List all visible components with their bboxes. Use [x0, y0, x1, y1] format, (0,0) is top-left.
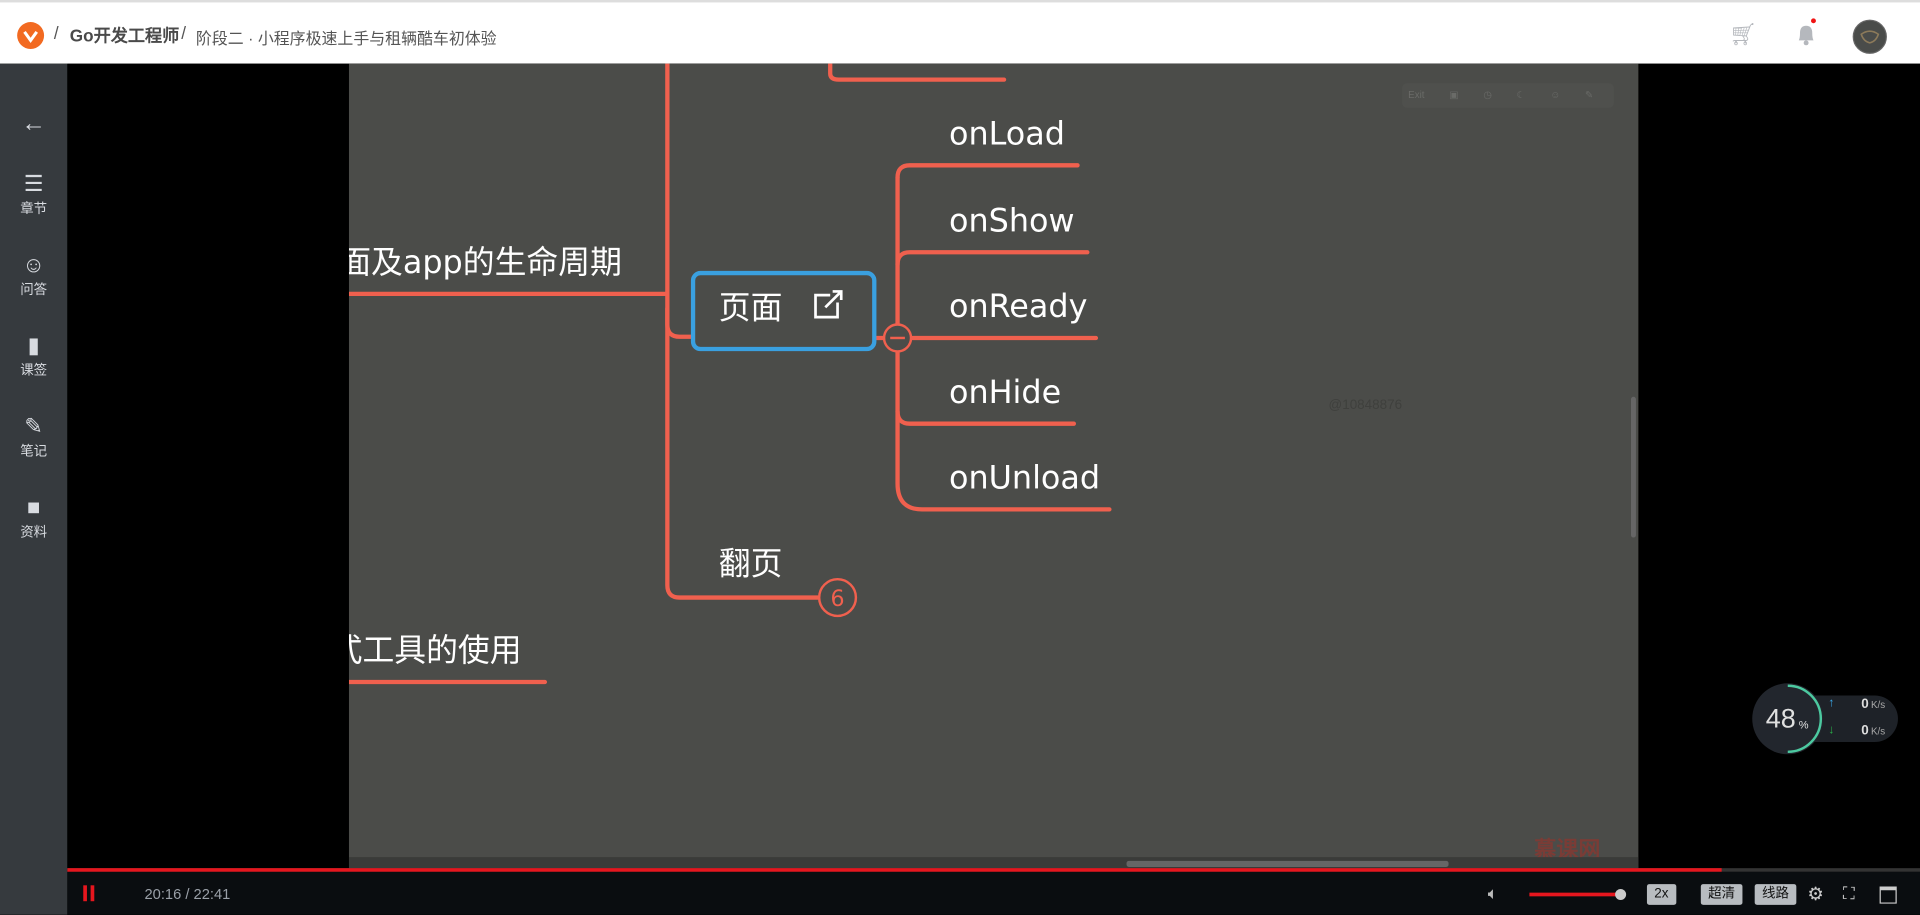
- sidebar-item-qa[interactable]: ☺ 问答: [0, 252, 67, 299]
- logo-icon[interactable]: [17, 22, 45, 49]
- quality-button[interactable]: 超清: [1700, 884, 1743, 905]
- progress-bar[interactable]: [67, 868, 1920, 872]
- bookmark-icon: ▮: [27, 333, 40, 358]
- branch-line: [895, 163, 1080, 180]
- route-button[interactable]: 线路: [1754, 884, 1797, 905]
- sidebar-item-label: 课签: [20, 363, 48, 379]
- sidebar-item-notes[interactable]: ✎ 笔记: [0, 414, 67, 461]
- cpu-percent: 48: [1765, 702, 1796, 734]
- volume-handle[interactable]: [1615, 888, 1627, 901]
- smile-icon[interactable]: ☺: [1550, 89, 1561, 101]
- branch-line: [828, 63, 1007, 82]
- sidebar-item-materials[interactable]: ■ 资料: [0, 495, 67, 542]
- folder-icon: ■: [27, 494, 41, 520]
- node-paging: 翻页: [719, 544, 783, 582]
- progress-fill: [67, 868, 1722, 872]
- time-display: 20:16 / 22:41: [144, 885, 230, 902]
- node-onunload: onUnload: [949, 459, 1100, 497]
- node-page: 页面: [719, 288, 783, 326]
- current-time: 20:16: [144, 885, 182, 903]
- node-onready: onReady: [949, 287, 1087, 325]
- user-watermark: @10848876: [1329, 397, 1403, 412]
- speed-button[interactable]: 2x: [1646, 884, 1676, 905]
- exit-button[interactable]: Exit: [1408, 89, 1425, 101]
- branch-line: [895, 409, 1077, 426]
- branch-line: [895, 175, 1112, 512]
- download-arrow-icon: ↓: [1828, 723, 1835, 738]
- volume-icon[interactable]: 🔈︎: [1487, 882, 1499, 903]
- external-link-icon: [814, 290, 843, 319]
- horizontal-scrollbar[interactable]: [1126, 860, 1449, 867]
- percent-unit: %: [1798, 718, 1809, 732]
- time-separator: /: [181, 885, 194, 903]
- branch-line: [895, 250, 1090, 267]
- node-onhide: onHide: [949, 373, 1061, 411]
- pause-button[interactable]: [83, 885, 87, 902]
- total-time: 22:41: [193, 885, 231, 903]
- download-speed: 0: [1861, 723, 1869, 739]
- player-controls: 20:16 / 22:41 🔈︎ 2x 超清 线路 ⚙ ⛶: [67, 871, 1920, 915]
- breadcrumb-lesson: 阶段二 · 小程序极速上手与租辆酷车初体验: [195, 29, 497, 48]
- notification-dot: [1811, 18, 1816, 24]
- cart-icon[interactable]: 🛒︎: [1728, 22, 1757, 47]
- settings-gear-icon[interactable]: ⚙: [1807, 884, 1824, 905]
- sidebar: ← ☰ 章节 ☺ 问答 ▮ 课签 ✎ 笔记 ■ 资料: [0, 63, 68, 915]
- page-node-highlight: [690, 270, 877, 352]
- sidebar-item-label: 资料: [20, 525, 48, 541]
- moon-icon[interactable]: ☾: [1516, 89, 1526, 101]
- download-unit: K/s: [1871, 726, 1886, 738]
- breadcrumb-separator: /: [181, 23, 186, 43]
- upload-unit: K/s: [1871, 699, 1886, 711]
- node-lifecycle: 面及app的生命周期: [349, 243, 622, 281]
- volume-slider[interactable]: [1529, 892, 1621, 897]
- node-tools: 式工具的使用: [349, 631, 522, 669]
- video-player[interactable]: Exit ▣ ◷ ☾ ☺ ✎ 6 面及app的生命周期 页面 翻页 式工具的使用…: [67, 63, 1920, 870]
- sidebar-item-label: 问答: [20, 282, 48, 298]
- mindmap: 6 面及app的生命周期 页面 翻页 式工具的使用 onLoad onShow …: [348, 63, 1600, 862]
- count-badge-text: 6: [831, 587, 845, 612]
- slide-toolbar: Exit ▣ ◷ ☾ ☺ ✎: [1402, 83, 1614, 108]
- sidebar-item-bookmark[interactable]: ▮ 课签: [0, 333, 67, 380]
- avatar[interactable]: [1852, 19, 1887, 54]
- picture-in-picture-icon[interactable]: [1879, 886, 1897, 904]
- branch-line: [665, 306, 821, 600]
- upload-speed: 0: [1861, 696, 1869, 712]
- back-arrow-icon[interactable]: ←: [21, 110, 46, 138]
- branch-line: [665, 63, 694, 339]
- sidebar-item-label: 章节: [20, 202, 48, 217]
- qa-icon: ☺: [22, 252, 45, 277]
- node-onload: onLoad: [949, 114, 1065, 152]
- clock-icon[interactable]: ◷: [1483, 89, 1492, 101]
- upload-arrow-icon: ↑: [1828, 696, 1835, 711]
- sidebar-item-chapter[interactable]: ☰ 章节: [0, 171, 67, 218]
- image-icon[interactable]: ▣: [1449, 89, 1459, 101]
- count-badge: [817, 577, 858, 618]
- vertical-scrollbar[interactable]: [1631, 396, 1636, 538]
- node-onshow: onShow: [949, 201, 1075, 239]
- fullscreen-icon[interactable]: ⛶: [1842, 882, 1855, 903]
- pencil-icon: ✎: [24, 413, 43, 439]
- mindmap-slide: Exit ▣ ◷ ☾ ☺ ✎ 6 面及app的生命周期 页面 翻页 式工具的使用…: [348, 63, 1639, 870]
- breadcrumb-separator: /: [53, 23, 59, 43]
- chapter-icon: ☰: [23, 171, 44, 196]
- breadcrumb-course[interactable]: Go开发工程师: [69, 25, 180, 46]
- bell-icon[interactable]: [1795, 22, 1817, 53]
- pin-icon[interactable]: ✎: [1584, 89, 1594, 101]
- top-header: / Go开发工程师 / 阶段二 · 小程序极速上手与租辆酷车初体验 🛒︎: [0, 0, 1920, 64]
- sidebar-item-label: 笔记: [20, 444, 48, 460]
